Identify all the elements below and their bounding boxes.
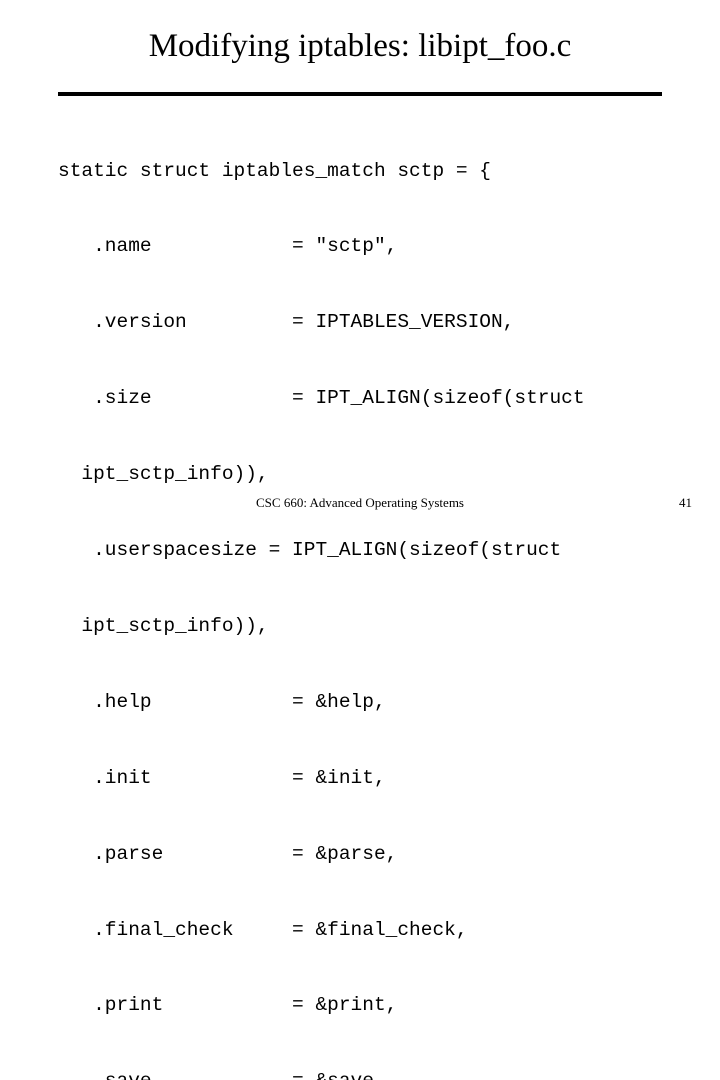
page-number: 41 <box>679 495 692 510</box>
code-line: ipt_sctp_info)), <box>58 614 269 637</box>
code-line: .userspacesize = IPT_ALIGN(sizeof(struct <box>58 539 562 562</box>
code-line: .version = IPTABLES_VERSION, <box>58 311 515 334</box>
code-line: .parse = &parse, <box>58 842 398 865</box>
code-line: .name = "sctp", <box>58 235 398 258</box>
code-line: .final_check = &final_check, <box>58 918 468 941</box>
slide: Modifying iptables: libipt_foo.c static … <box>58 28 692 1080</box>
code-line: .init = &init, <box>58 766 386 789</box>
code-line: .print = &print, <box>58 994 398 1017</box>
code-block: static struct iptables_match sctp = { .n… <box>58 108 708 1080</box>
title-divider <box>58 92 662 96</box>
page-title: Modifying iptables: libipt_foo.c <box>148 28 572 64</box>
code-line: ipt_sctp_info)), <box>58 463 269 486</box>
code-line: .help = &help, <box>58 690 386 713</box>
code-line: .size = IPT_ALIGN(sizeof(struct <box>58 387 585 410</box>
footer-text: CSC 660: Advanced Operating Systems <box>256 495 464 510</box>
code-line: static struct iptables_match sctp = { <box>58 159 491 182</box>
code-line: .save = &save, <box>58 1069 708 1080</box>
